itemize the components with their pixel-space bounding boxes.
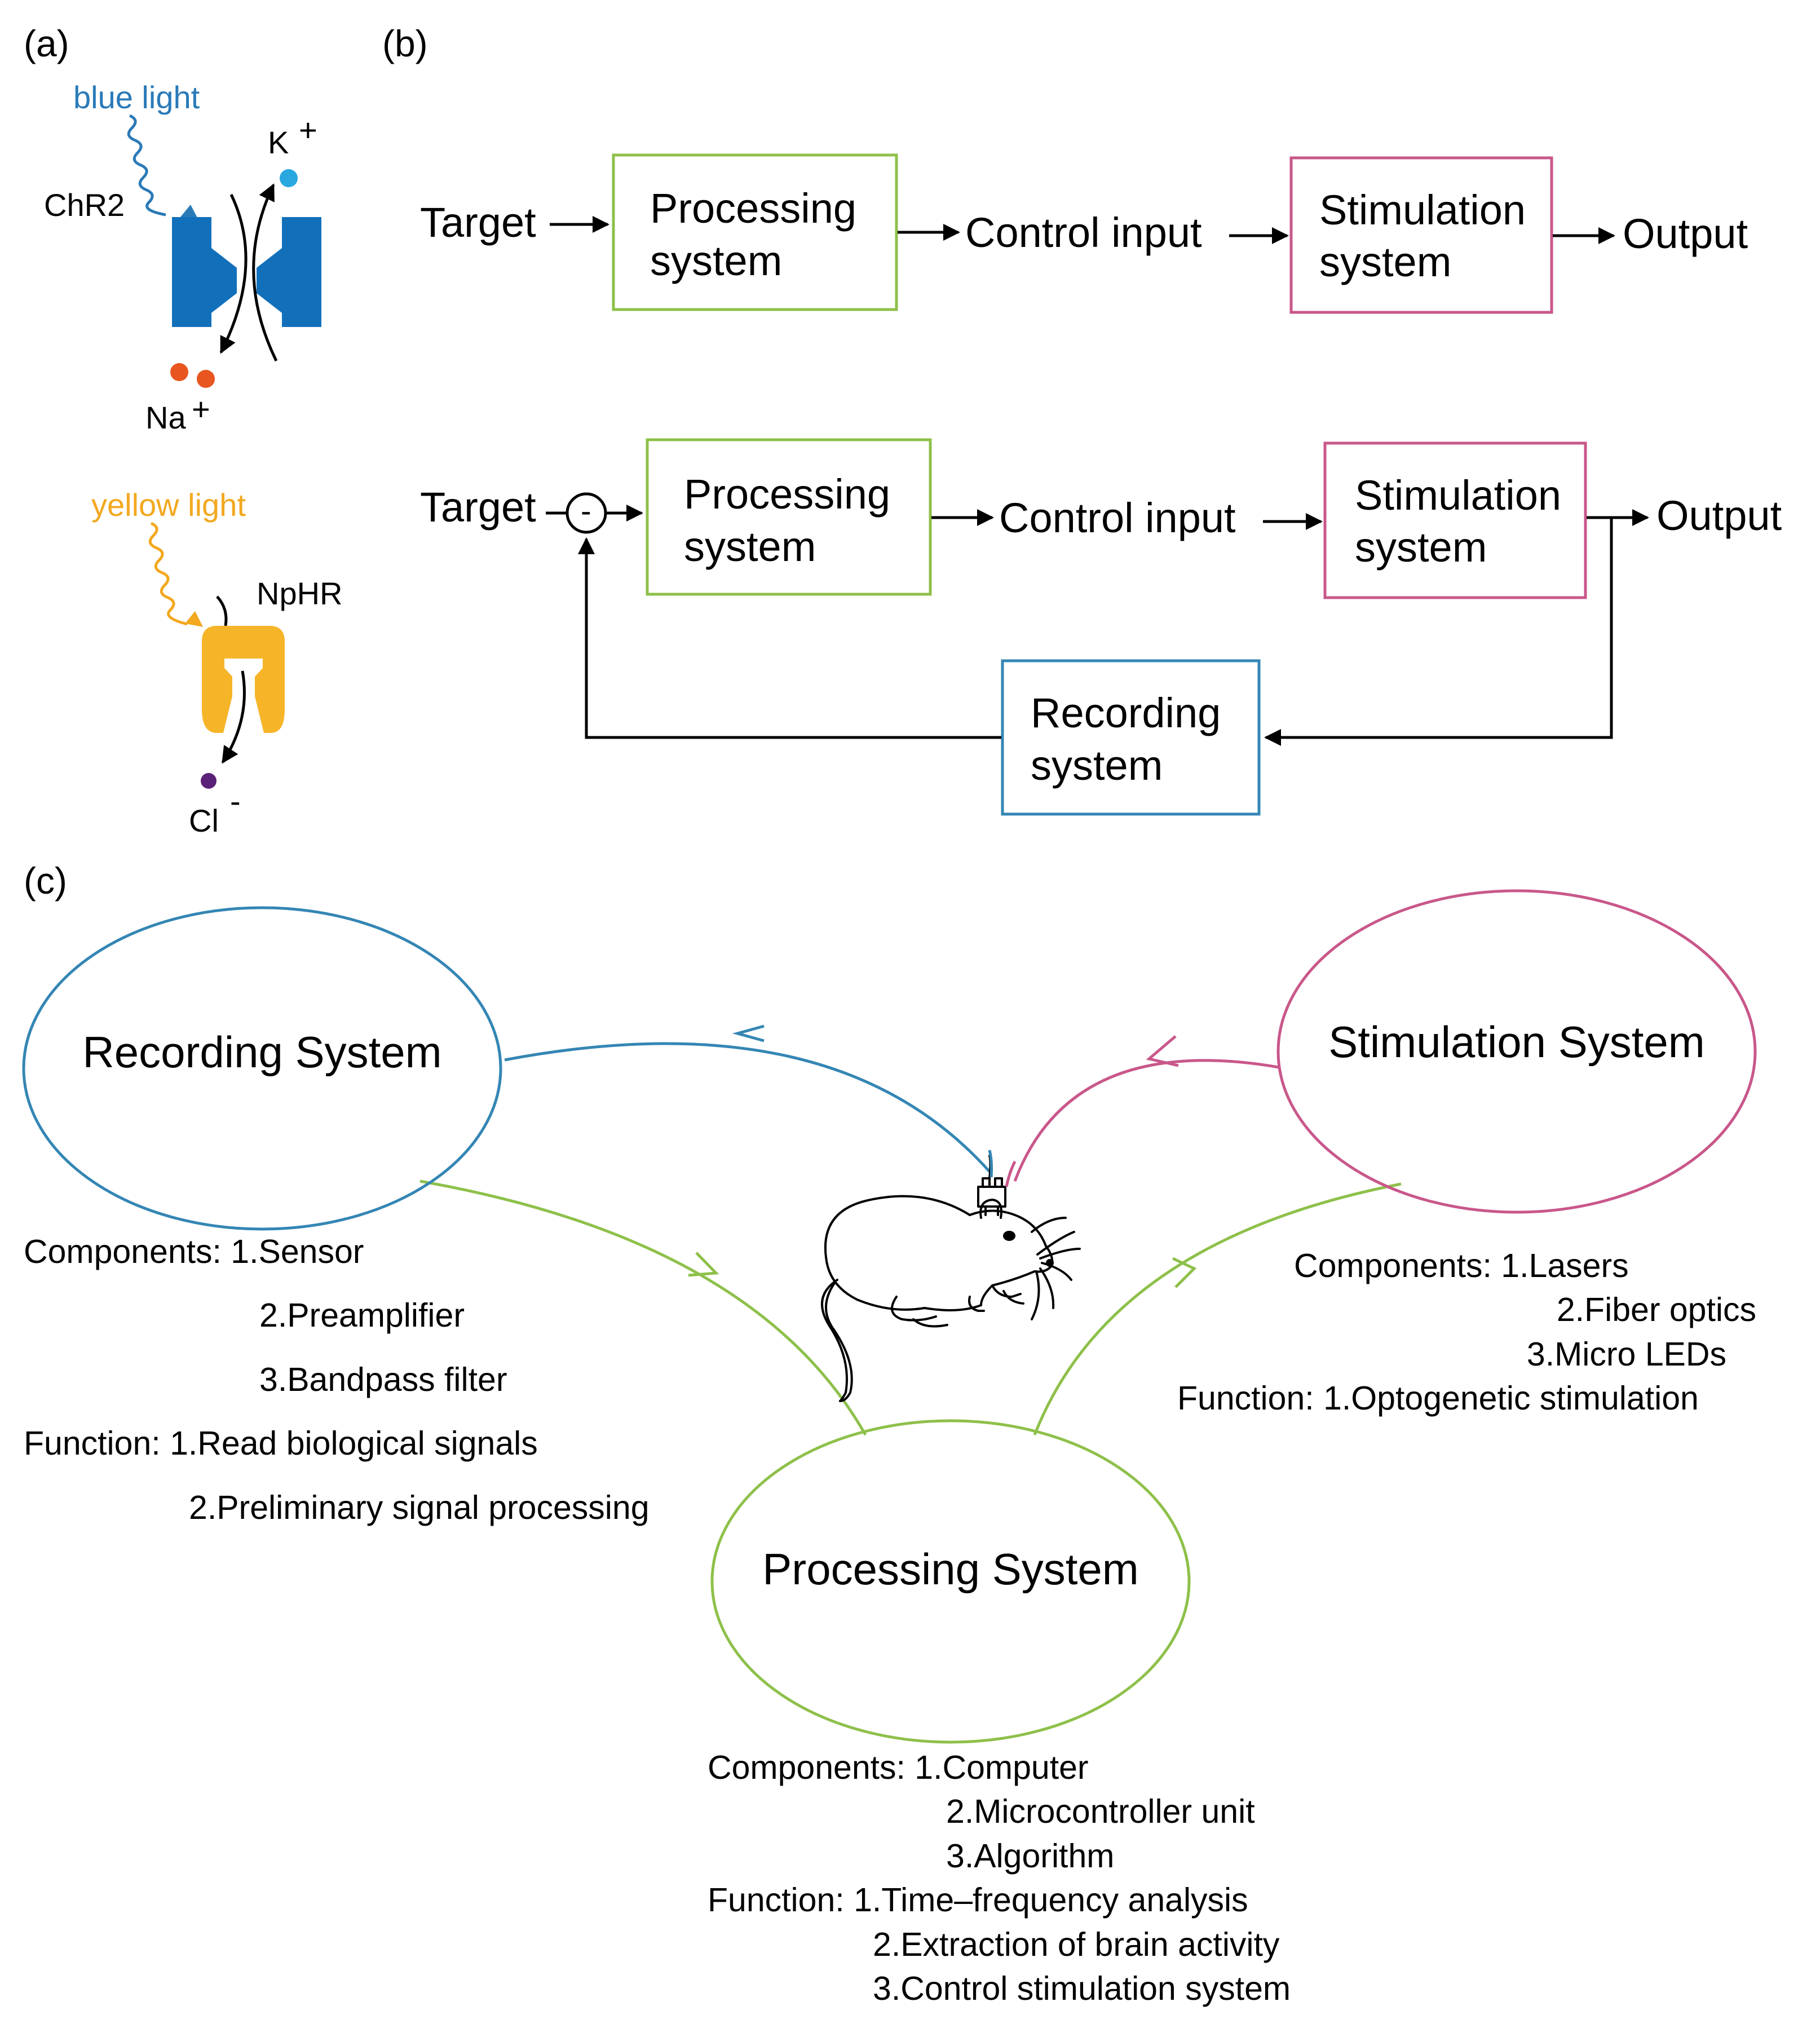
- closed-stimulation-line1: Stimulation: [1355, 472, 1561, 519]
- panel-a: (a) blue light ChR2 K + Na + yellow ligh…: [24, 23, 342, 838]
- k-label: K: [268, 125, 289, 160]
- feedback-to-comparator-line: [578, 537, 1001, 739]
- processing-line: 2.Extraction of brain activity: [873, 1926, 1280, 1963]
- yellow-light-arrowhead-icon: [185, 611, 203, 627]
- open-output-label: Output: [1623, 210, 1748, 257]
- recording-wire: [988, 1150, 993, 1178]
- closed-stimulation-line2: system: [1355, 524, 1487, 571]
- blue-light-label: blue light: [73, 79, 200, 115]
- recording-line: Components: 1.Sensor: [24, 1233, 364, 1270]
- closed-recording-line2: system: [1031, 742, 1163, 789]
- closed-processing-line1: Processing: [684, 471, 890, 518]
- cl-charge: -: [230, 783, 241, 819]
- recording-system-title: Recording System: [82, 1027, 441, 1077]
- processing-line: 3.Algorithm: [946, 1837, 1114, 1875]
- processing-line: 2.Microcontroller unit: [946, 1793, 1255, 1830]
- open-processing-box: [612, 153, 898, 311]
- recording-line: 2.Preliminary signal processing: [189, 1489, 650, 1526]
- cl-ion-icon: [201, 773, 217, 789]
- blue-light-wave-icon: [127, 114, 166, 216]
- open-control-input-label: Control input: [965, 209, 1202, 256]
- open-stimulation-box: [1289, 156, 1553, 314]
- chr2-label: ChR2: [44, 187, 125, 223]
- nphr-membrane-line: [216, 595, 228, 626]
- stimulation-fiber: [1005, 1160, 1017, 1187]
- yellow-light-wave-icon: [148, 522, 188, 626]
- stimulation-details: Components: 1.Lasers 2.Fiber optics 3.Mi…: [1177, 1247, 1756, 1417]
- closed-processing-box: [646, 438, 932, 596]
- cl-flow-arrow: [221, 670, 246, 764]
- closed-control-input-label: Control input: [999, 494, 1236, 541]
- mouse-icon: [821, 1155, 1081, 1402]
- na-ion-icon-1: [170, 363, 188, 381]
- yellow-light-label: yellow light: [91, 487, 246, 523]
- na-label: Na: [145, 400, 186, 435]
- open-loop-diagram: Target Processing system Control input S…: [420, 153, 1748, 314]
- chr2-channel-left-icon: [172, 217, 237, 327]
- feedback-to-recording-line: [1264, 518, 1613, 746]
- panel-c: (c) Recording System Stimulation System …: [22, 860, 1757, 2007]
- processing-system-title: Processing System: [762, 1544, 1139, 1594]
- closed-stimulation-box: [1323, 441, 1587, 599]
- stimulation-system-title: Stimulation System: [1328, 1017, 1705, 1067]
- stimulation-line: Function: 1.Optogenetic stimulation: [1177, 1380, 1699, 1417]
- panel-c-label: (c): [24, 860, 67, 902]
- open-stimulation-line2: system: [1319, 238, 1451, 285]
- comparator-circle-icon: [566, 492, 607, 534]
- closed-recording-box: [1001, 659, 1261, 816]
- stimulation-line: 2.Fiber optics: [1557, 1291, 1756, 1328]
- closed-recording-line1: Recording: [1031, 690, 1221, 736]
- recording-line: Function: 1.Read biological signals: [24, 1425, 538, 1462]
- open-target-label: Target: [420, 199, 536, 246]
- processing-line: Components: 1.Computer: [708, 1749, 1089, 1786]
- recording-details: Components: 1.Sensor 2.Preamplifier 3.Ba…: [24, 1233, 650, 1526]
- open-processing-line1: Processing: [650, 185, 856, 232]
- stimulation-system-ellipse: [1276, 889, 1757, 1214]
- recording-link-curve: [504, 1042, 991, 1173]
- nphr-pump-icon: [202, 626, 285, 733]
- open-processing-line2: system: [650, 237, 782, 284]
- processing-system-ellipse: [710, 1419, 1191, 1744]
- processing-line: Function: 1.Time–frequency analysis: [708, 1881, 1248, 1919]
- nphr-label: NpHR: [257, 576, 342, 611]
- closed-target-label: Target: [420, 484, 536, 531]
- closed-output-label: Output: [1656, 492, 1782, 539]
- na-flow-arrow: [219, 193, 248, 354]
- blue-light-arrowhead-icon: [180, 205, 198, 220]
- k-flow-arrow: [252, 183, 278, 362]
- stimulation-link-arrowhead-icon: [1146, 1035, 1179, 1067]
- chr2-channel-right-icon: [257, 217, 321, 327]
- k-charge: +: [299, 112, 317, 148]
- panel-b-label: (b): [382, 23, 428, 64]
- stimulation-line: Components: 1.Lasers: [1294, 1247, 1629, 1284]
- panel-a-label: (a): [24, 23, 69, 64]
- open-stimulation-line1: Stimulation: [1319, 187, 1526, 233]
- recording-system-ellipse: [22, 906, 502, 1231]
- na-ion-icon-2: [197, 370, 215, 388]
- k-ion-icon: [280, 169, 298, 187]
- processing-to-stimulation-curve: [1033, 1182, 1402, 1435]
- processing-details: Components: 1.Computer 2.Microcontroller…: [708, 1749, 1291, 2007]
- recording-link-arrowhead-icon: [732, 1024, 765, 1042]
- processing-to-stimulation-arrowhead-icon: [1172, 1257, 1197, 1288]
- recording-to-processing-arrowhead-icon: [688, 1252, 719, 1277]
- processing-line: 3.Control stimulation system: [873, 1970, 1291, 2007]
- cl-label: Cl: [189, 803, 219, 838]
- panel-b: (b) Target Processing system Control inp…: [382, 23, 1782, 816]
- closed-processing-line2: system: [684, 523, 816, 570]
- comparator-sign: -: [581, 493, 591, 528]
- recording-line: 3.Bandpass filter: [259, 1361, 507, 1398]
- na-charge: +: [192, 391, 210, 427]
- stimulation-link-curve: [1013, 1059, 1279, 1182]
- closed-loop-diagram: Target - Processing system Control input…: [420, 438, 1782, 816]
- stimulation-line: 3.Micro LEDs: [1527, 1336, 1726, 1373]
- recording-line: 2.Preamplifier: [259, 1297, 465, 1334]
